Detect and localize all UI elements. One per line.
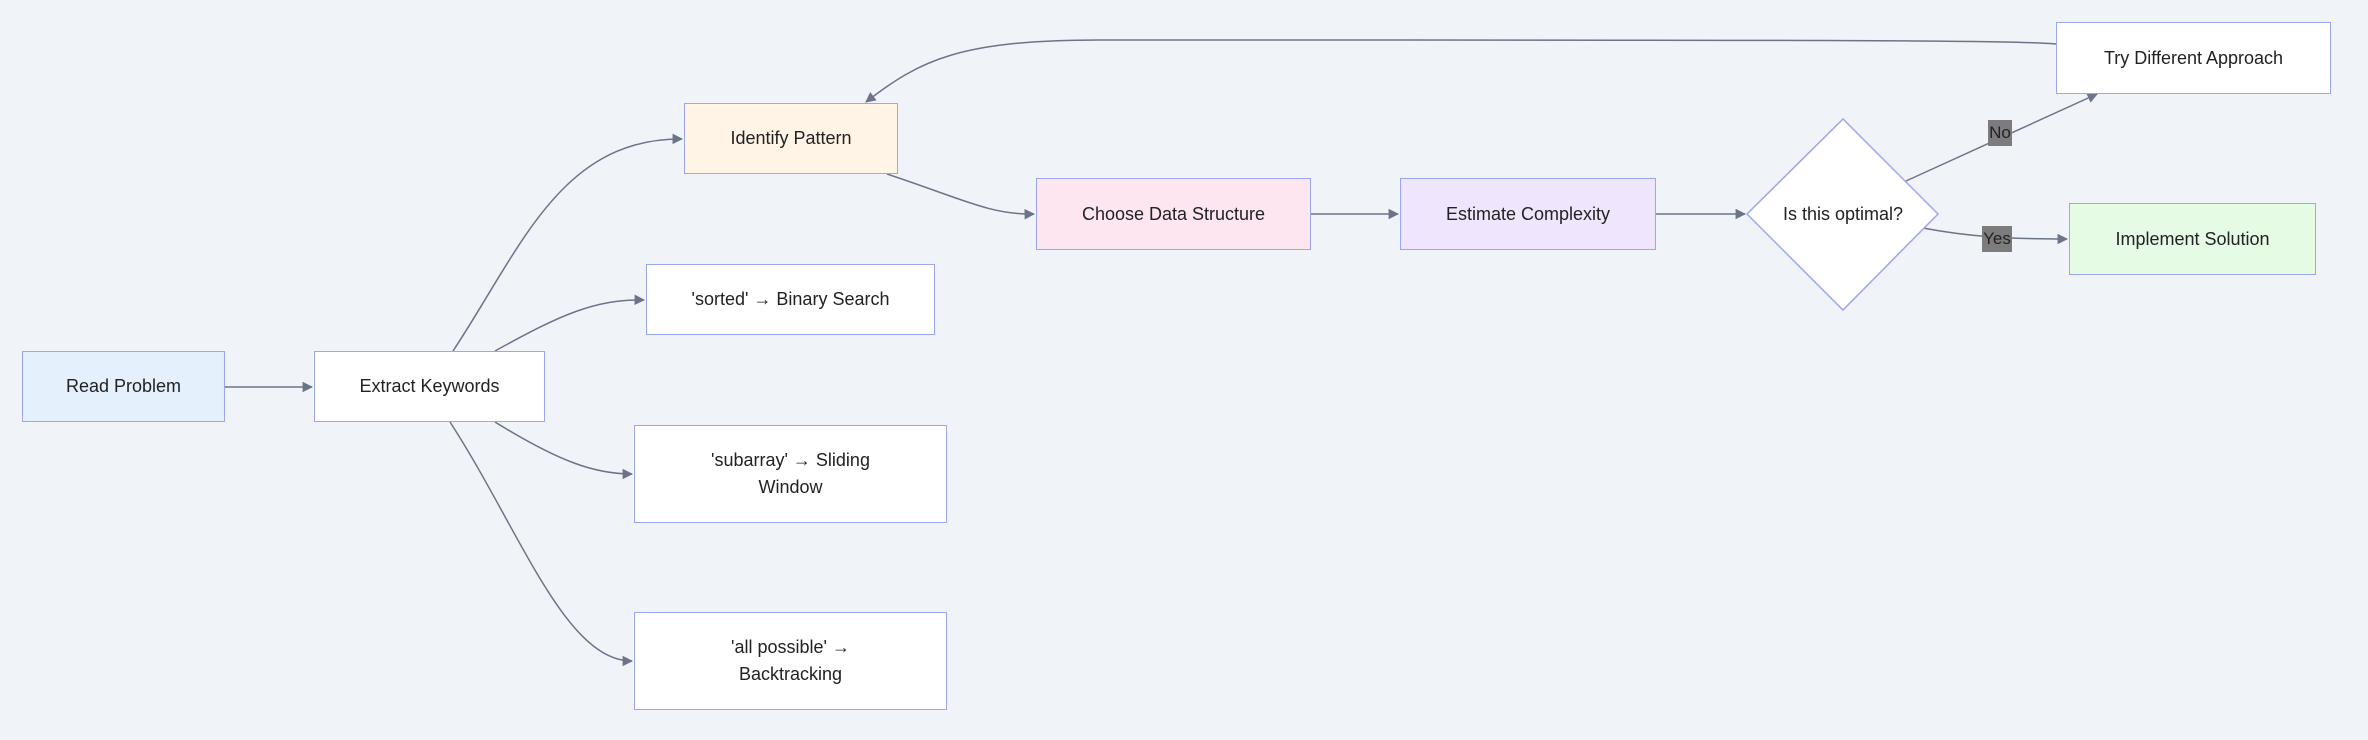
node-subarray-sliding-window: 'subarray' → Sliding Window bbox=[634, 425, 947, 523]
edge-label-yes: Yes bbox=[1982, 226, 2012, 252]
edge-extract-to-sorted bbox=[494, 294, 646, 352]
node-estimate-complexity: Estimate Complexity bbox=[1400, 178, 1656, 250]
edge-extract-to-subarray bbox=[494, 421, 634, 480]
node-identify-pattern: Identify Pattern bbox=[684, 103, 898, 174]
node-label: 'sorted' → Binary Search bbox=[691, 289, 890, 309]
node-label: Implement Solution bbox=[2115, 228, 2270, 249]
node-label: 'all possible' → Backtracking bbox=[731, 637, 850, 684]
node-label: Estimate Complexity bbox=[1445, 203, 1611, 224]
node-implement-solution: Implement Solution bbox=[2069, 203, 2316, 275]
edge-label-no: No bbox=[1988, 120, 2012, 146]
node-label: Choose Data Structure bbox=[1081, 203, 1266, 224]
node-all-possible-backtracking: 'all possible' → Backtracking bbox=[634, 612, 947, 710]
node-read-problem: Read Problem bbox=[22, 351, 225, 422]
node-is-optimal-label: Is this optimal? bbox=[1782, 203, 1904, 224]
node-choose-data-structure: Choose Data Structure bbox=[1036, 178, 1311, 250]
edge-try-to-identify bbox=[865, 39, 2057, 103]
edge-identify-to-choose bbox=[886, 173, 1036, 220]
node-label: Extract Keywords bbox=[359, 376, 500, 396]
edge-extract-to-identify bbox=[452, 133, 684, 352]
node-label: Read Problem bbox=[65, 376, 182, 396]
node-extract-keywords: Extract Keywords bbox=[314, 351, 545, 422]
decision-diamond bbox=[1745, 117, 1940, 312]
node-sorted-binary-search: 'sorted' → Binary Search bbox=[646, 264, 935, 335]
node-try-different-approach: Try Different Approach bbox=[2056, 22, 2331, 94]
edge-extract-to-allpossible bbox=[449, 421, 634, 667]
node-label: 'subarray' → Sliding Window bbox=[711, 450, 870, 497]
node-label: Try Different Approach bbox=[2103, 47, 2284, 68]
node-label: Identify Pattern bbox=[730, 128, 852, 148]
